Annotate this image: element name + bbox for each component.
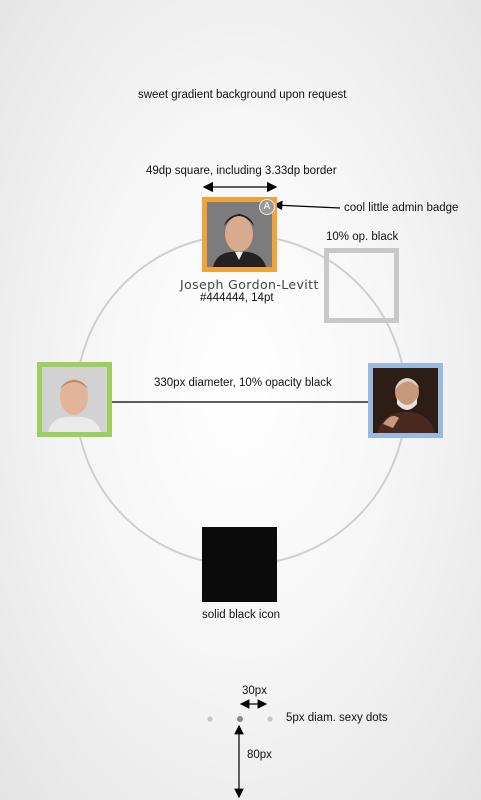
user-color-note: #444444, 14pt <box>200 292 274 304</box>
avatar-left[interactable] <box>37 362 112 437</box>
gradient-note: sweet gradient background upon request <box>138 89 347 101</box>
page-dot[interactable] <box>207 716 213 722</box>
badge-arrow <box>272 200 341 211</box>
page-dot[interactable] <box>237 716 243 722</box>
placeholder-square[interactable] <box>324 248 399 323</box>
avatar-right[interactable] <box>368 363 443 438</box>
size-note: 49dp square, including 3.33dp border <box>146 165 337 177</box>
dots-note: 5px diam. sexy dots <box>286 712 388 724</box>
avatar-face-icon <box>42 367 107 432</box>
user-name: Joseph Gordon-Levitt <box>180 277 319 292</box>
avatar-face-icon <box>373 368 438 433</box>
diameter-note: 330px diameter, 10% opacity black <box>154 377 332 389</box>
admin-badge-icon[interactable]: A <box>259 199 275 215</box>
bottom-note: 80px <box>247 749 272 761</box>
page-dot[interactable] <box>267 716 273 722</box>
spacing-note: 30px <box>242 685 267 697</box>
solid-note: solid black icon <box>202 609 280 621</box>
opacity-note: 10% op. black <box>326 231 399 243</box>
solid-black-icon[interactable] <box>202 527 277 602</box>
badge-note: cool little admin badge <box>344 202 459 214</box>
avatar-face-icon <box>207 202 272 267</box>
avatar-top[interactable] <box>202 197 277 272</box>
